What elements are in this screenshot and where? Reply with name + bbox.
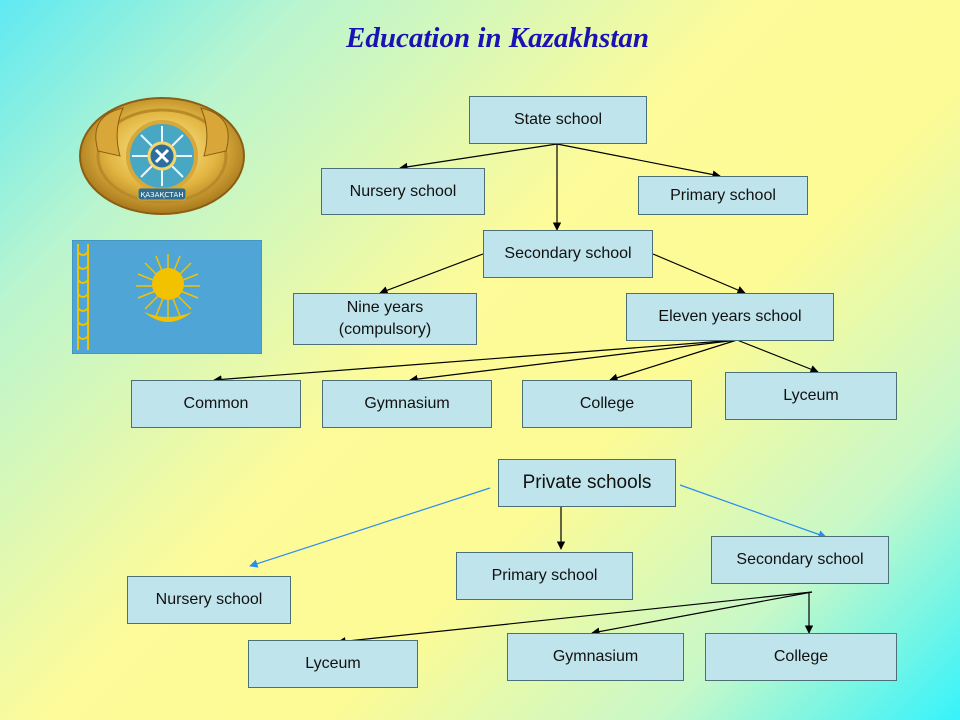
arrow-secondary-lyceum: [337, 591, 813, 646]
arrow-private-secondary: [679, 484, 827, 539]
arrow-eleven-gymnasium: [409, 339, 738, 384]
eleven-years-box: Eleven years school: [626, 293, 834, 341]
arrow-secondary-eleven: [652, 253, 746, 294]
private-secondary-school-box: Secondary school: [711, 536, 889, 584]
nine-years-box: Nine years (compulsory): [293, 293, 477, 345]
arrow-eleven-college: [609, 339, 738, 382]
state-secondary-school-box: Secondary school: [483, 230, 653, 278]
state-nursery-school-box: Nursery school: [321, 168, 485, 215]
state-school-box: State school: [469, 96, 647, 144]
arrow-secondary-nine: [379, 253, 484, 295]
private-schools-box: Private schools: [498, 459, 676, 507]
state-primary-school-box: Primary school: [638, 176, 808, 215]
private-college-box: College: [705, 633, 897, 681]
arrow-secondary-gymnasium: [591, 591, 813, 636]
arrow-eleven-common: [213, 339, 738, 384]
arrow-state-primary: [556, 143, 721, 179]
state-lyceum-box: Lyceum: [725, 372, 897, 420]
page-title: Education in Kazakhstan: [346, 22, 649, 54]
kazakhstan-flag-icon: [72, 240, 262, 354]
kazakhstan-emblem-icon: ҚАЗАҚСТАН: [79, 97, 245, 215]
arrow-eleven-lyceum: [736, 339, 819, 374]
arrow-private-nursery: [249, 487, 491, 568]
state-college-box: College: [522, 380, 692, 428]
private-lyceum-box: Lyceum: [248, 640, 418, 688]
arrow-state-nursery: [399, 143, 558, 172]
emblem-text: ҚАЗАҚСТАН: [140, 191, 183, 199]
private-nursery-school-box: Nursery school: [127, 576, 291, 624]
private-primary-school-box: Primary school: [456, 552, 633, 600]
private-gymnasium-box: Gymnasium: [507, 633, 684, 681]
state-common-box: Common: [131, 380, 301, 428]
state-gymnasium-box: Gymnasium: [322, 380, 492, 428]
